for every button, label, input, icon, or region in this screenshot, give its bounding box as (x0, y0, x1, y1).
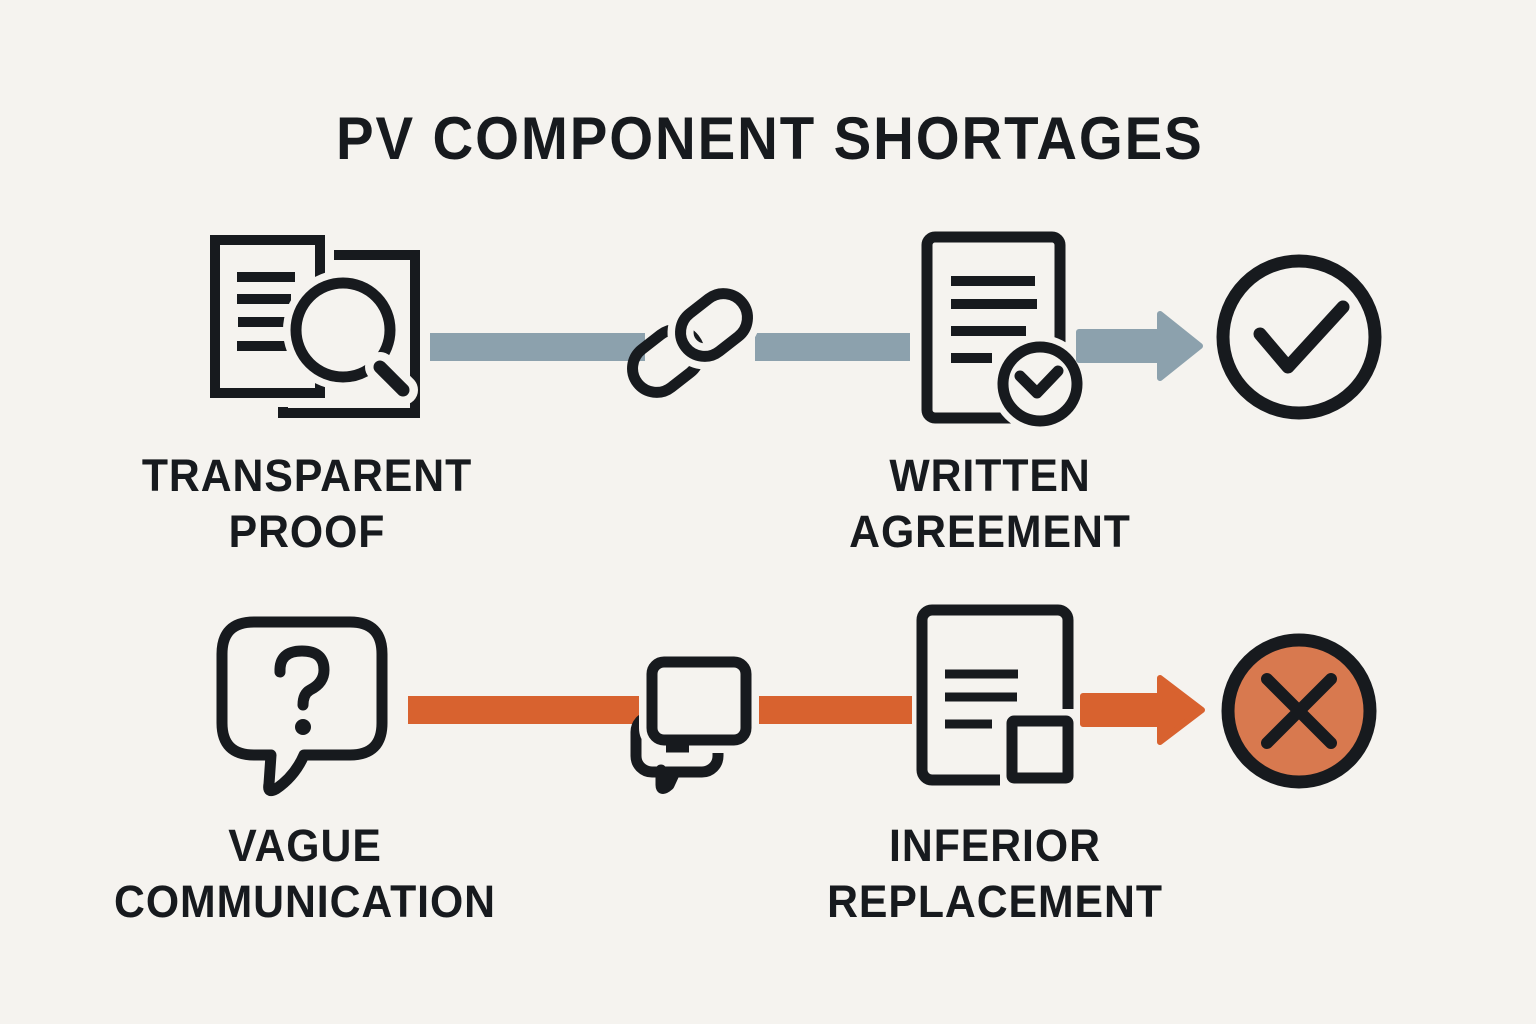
label-line: VAGUE (228, 820, 382, 871)
document-check-icon (921, 231, 1089, 433)
positive-flow-arrow (1076, 311, 1203, 381)
label-line: TRANSPARENT (141, 450, 473, 501)
negative-flow-bar-right (755, 696, 912, 724)
page-title: PV COMPONENT SHORTAGES (336, 105, 1204, 172)
document-replacement-icon (916, 604, 1080, 790)
label-transparent-proof: TRANSPARENT PROOF (117, 448, 497, 560)
chat-windows-icon (630, 649, 759, 794)
label-line: COMMUNICATION (113, 876, 497, 927)
label-line: INFERIOR (889, 820, 1101, 871)
label-written-agreement: WRITTEN AGREEMENT (800, 448, 1180, 560)
chain-link-icon (627, 280, 761, 398)
positive-flow-bar-right (755, 333, 910, 361)
label-line: WRITTEN (889, 450, 1091, 501)
label-line: REPLACEMENT (827, 876, 1163, 927)
negative-flow-arrow (1080, 675, 1205, 745)
check-circle-icon (1216, 254, 1382, 420)
cross-circle-icon (1221, 633, 1377, 789)
positive-flow-bar-left (430, 333, 645, 361)
label-inferior-replacement: INFERIOR REPLACEMENT (805, 818, 1185, 930)
label-vague-communication: VAGUE COMMUNICATION (87, 818, 524, 930)
label-line: AGREEMENT (849, 506, 1131, 557)
label-line: PROOF (228, 506, 386, 557)
negative-flow-bar-left (408, 696, 640, 724)
document-search-icon (201, 226, 420, 418)
speech-bubble-question-icon (216, 616, 388, 797)
